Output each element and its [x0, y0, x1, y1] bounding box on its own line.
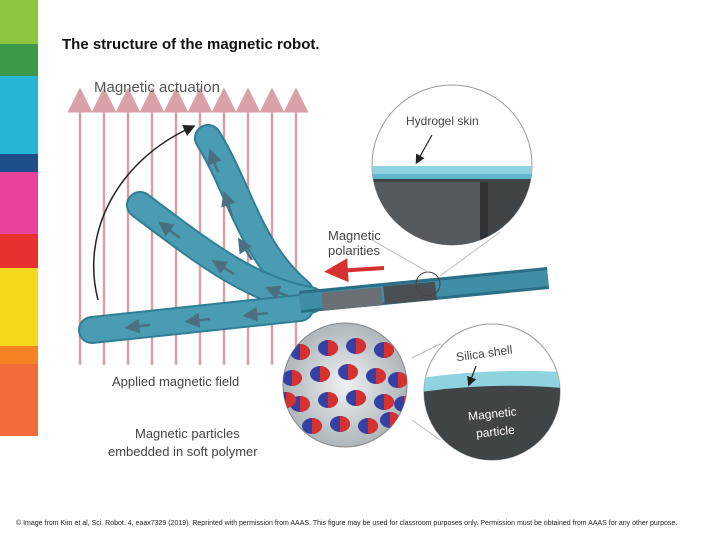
label-particles-2: embedded in soft polymer: [108, 444, 258, 459]
label-polarities-1: Magnetic: [328, 228, 381, 243]
sidebar-stripe: [0, 44, 38, 76]
label-magnetic-actuation: Magnetic actuation: [94, 79, 220, 96]
polarity-arrow: [184, 312, 211, 328]
sidebar-stripe: [0, 364, 38, 436]
sidebar-stripe: [0, 154, 38, 172]
magnetic-particle: [366, 368, 386, 384]
slide-title: The structure of the magnetic robot.: [62, 36, 320, 53]
rotation-arrow: [93, 125, 196, 301]
label-hydrogel-skin: Hydrogel skin: [406, 114, 479, 128]
label-applied-field: Applied magnetic field: [112, 374, 239, 389]
magnetic-particle: [290, 344, 310, 360]
magnetic-particle: [358, 418, 378, 434]
hydrogel-pointer: [415, 134, 433, 165]
sidebar-stripe: [0, 172, 38, 234]
zoom-silica: Silica shell Magnetic particle: [411, 323, 561, 461]
magnetic-particle: [302, 418, 322, 434]
magnetic-particle: [374, 342, 394, 358]
polarity-arrow: [242, 306, 269, 322]
image-credit: © Image from Kim et al, Sci. Robot. 4, e…: [16, 520, 678, 527]
sidebar-stripe: [0, 346, 38, 364]
polarity-arrow: [238, 237, 254, 261]
sidebar-stripe: [0, 234, 38, 268]
robot-straight-fill: [80, 296, 312, 342]
magnetic-particle: [310, 366, 330, 382]
magnetic-particle: [388, 372, 407, 388]
silica-pointer: [467, 365, 477, 387]
robot-core-segment: [321, 287, 383, 311]
magnetic-particle: [283, 392, 296, 408]
polarity-red-arrow: [324, 258, 385, 283]
magnetic-particle: [283, 370, 302, 386]
magnetic-particle: [394, 396, 407, 412]
inner-polarity-arrows: [124, 148, 289, 334]
zoom-hydrogel: Hydrogel skin: [371, 84, 533, 277]
magnetic-particle: [338, 364, 358, 380]
robot-core-segment: [383, 281, 437, 305]
sidebar-stripe: [0, 76, 38, 154]
magnetic-particle: [318, 340, 338, 356]
label-polarities-2: polarities: [328, 243, 381, 258]
magnetic-particle: [346, 338, 366, 354]
label-magnetic-particle-1: Magnetic: [467, 404, 517, 423]
magnetic-particle: [380, 412, 400, 428]
polarity-arrow: [221, 190, 236, 217]
label-particles-1: Magnetic particles: [135, 426, 240, 441]
polarity-arrow: [158, 221, 181, 239]
magnetic-particle: [330, 416, 350, 432]
polarity-arrow: [264, 285, 289, 300]
polarity-arrow: [211, 260, 235, 276]
sidebar-stripe: [0, 0, 38, 44]
label-magnetic-particle-2: particle: [475, 423, 515, 441]
magnetic-particle: [346, 390, 366, 406]
polarity-arrow: [207, 148, 222, 173]
magnetic-particle: [374, 394, 394, 410]
particle-magnifier: [282, 322, 408, 448]
magnetic-particle: [318, 392, 338, 408]
sidebar-stripe: [0, 268, 38, 346]
polarity-arrow: [124, 318, 151, 334]
